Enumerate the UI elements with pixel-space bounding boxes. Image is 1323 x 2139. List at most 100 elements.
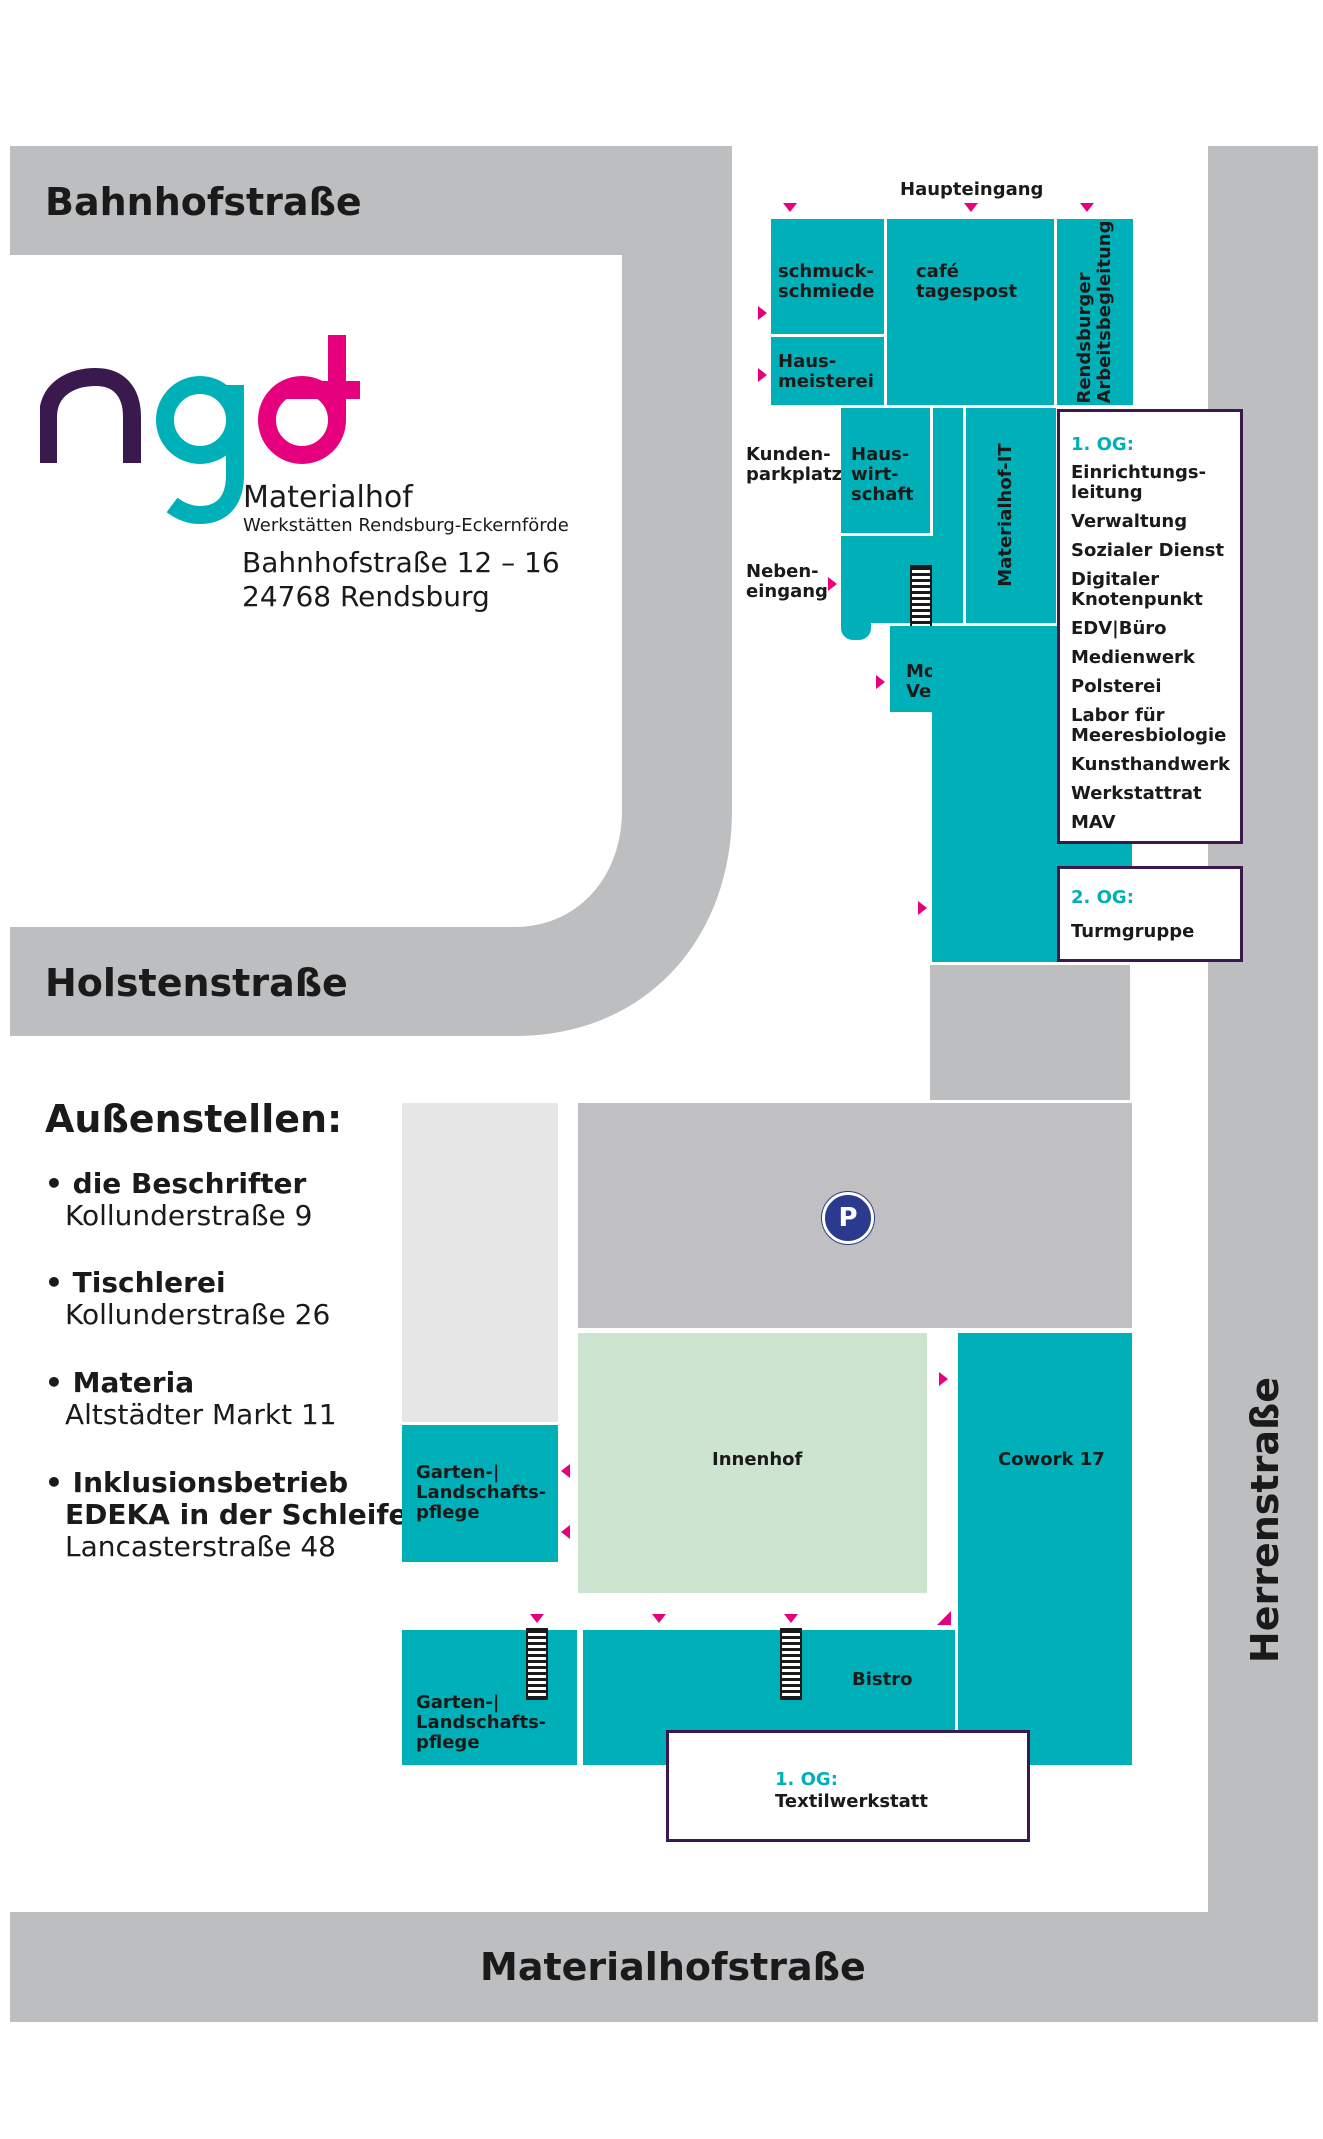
bullet-icon: • — [45, 1366, 63, 1399]
parking-icon: P — [822, 1192, 874, 1244]
label-haupteingang: Haupteingang — [900, 179, 1044, 200]
room-cafe-tagespost — [887, 219, 1054, 405]
label-rendsburger: Rendsburger Arbeitsbegleitung — [1074, 220, 1115, 404]
outpost-name: Materia — [72, 1366, 195, 1399]
entrance-arrow-icon — [828, 577, 837, 591]
vertical-connector-road — [622, 146, 732, 806]
area-light-gray — [402, 1103, 558, 1422]
og1-item: Polsterei — [1071, 676, 1162, 697]
entrance-arrow-icon — [561, 1464, 570, 1478]
ngd-logo — [40, 335, 360, 525]
label-garten-lower-1: Garten-| — [416, 1692, 500, 1713]
outpost-address: Kollunderstraße 26 — [65, 1298, 331, 1331]
street-name-herren: Herrenstraße — [1243, 1376, 1287, 1664]
label-materialhof-it: Materialhof-IT — [995, 443, 1016, 587]
street-name-bahnhof: Bahnhofstraße — [45, 180, 362, 224]
street-name-materialhof: Materialhofstraße — [480, 1945, 866, 1989]
address-line2: 24768 Rendsburg — [242, 580, 490, 613]
og1-item: Medienwerk — [1071, 647, 1195, 668]
bullet-icon: • — [45, 1167, 63, 1200]
og2-item: Turmgruppe — [1071, 921, 1195, 942]
entrance-arrow-icon — [652, 1614, 666, 1623]
room-materialhof-it — [966, 408, 1056, 623]
outpost-address: Lancasterstraße 48 — [65, 1530, 336, 1563]
outpost-item: • Inklusionsbetrieb EDEKA in der Schleif… — [45, 1467, 408, 1563]
driveway — [930, 965, 1130, 1100]
outpost-name: die Beschrifter — [72, 1167, 307, 1200]
room-cowork17 — [958, 1333, 1132, 1765]
og1-item: EDV|Büro — [1071, 618, 1167, 639]
room-hauswirtschaft — [841, 408, 930, 533]
logo-subtitle: Werkstätten Rendsburg-Eckernförde — [243, 515, 569, 536]
og1-item: Verwaltung — [1071, 511, 1188, 532]
outpost-name: Tischlerei — [72, 1266, 226, 1299]
outpost-address: Altstädter Markt 11 — [65, 1398, 337, 1431]
og2-panel: 2. OG: Turmgruppe — [1057, 866, 1243, 962]
entrance-arrow-icon — [939, 1372, 948, 1386]
outpost-item: • Tischlerei Kollunderstraße 26 — [45, 1267, 330, 1331]
entrance-arrow-icon — [561, 1525, 570, 1539]
label-garten-upper-3: pflege — [416, 1502, 480, 1523]
label-haus-1: Haus- — [778, 351, 837, 372]
og1-item: MAV — [1071, 812, 1116, 833]
label-bistro: Bistro — [852, 1669, 913, 1690]
textilwerkstatt-panel: 1. OG: Textilwerkstatt — [666, 1730, 1030, 1842]
bullet-icon: • — [45, 1266, 63, 1299]
label-neben-1: Neben- — [746, 561, 819, 582]
og1-item: Labor für Meeresbiologie — [1071, 705, 1227, 746]
entrance-arrow-icon — [758, 306, 767, 320]
textil-item: Textilwerkstatt — [775, 1791, 929, 1812]
og2-title: 2. OG: — [1071, 887, 1134, 908]
outpost-item: • die Beschrifter Kollunderstraße 9 — [45, 1168, 312, 1232]
entrance-arrow-icon — [1080, 203, 1094, 212]
address-line1: Bahnhofstraße 12 – 16 — [242, 546, 560, 579]
label-neben-2: eingang — [746, 581, 828, 602]
room-schmuckschmiede — [771, 219, 884, 334]
entrance-arrow-icon — [876, 675, 885, 689]
label-cafe-1: café — [916, 261, 959, 282]
room-hausmeisterei — [771, 337, 884, 405]
label-hausw-3: schaft — [851, 484, 914, 505]
og1-item: Werkstattrat — [1071, 783, 1202, 804]
label-hausw-1: Haus- — [851, 444, 910, 465]
label-garten-lower-3: pflege — [416, 1732, 480, 1753]
room-connector — [933, 408, 963, 623]
outposts-heading: Außenstellen: — [45, 1097, 343, 1141]
label-garten-upper-1: Garten-| — [416, 1462, 500, 1483]
og1-item: Einrichtungs- leitung — [1071, 462, 1207, 503]
label-innenhof: Innenhof — [712, 1449, 803, 1470]
og1-panel: 1. OG: Einrichtungs- leitung Verwaltung … — [1057, 409, 1243, 844]
outpost-name: Inklusionsbetrieb — [72, 1466, 349, 1499]
room-stairwell-nub — [841, 600, 871, 640]
label-cowork: Cowork 17 — [998, 1449, 1105, 1470]
road-curve — [515, 800, 732, 1036]
label-schmuck-1: schmuck- — [778, 261, 874, 282]
og1-item: Kunsthandwerk — [1071, 754, 1230, 775]
entrance-arrow-icon — [783, 203, 797, 212]
label-garten-upper-2: Landschafts- — [416, 1482, 547, 1503]
label-hausw-2: wirt- — [851, 464, 899, 485]
og1-item: Digitaler Knotenpunkt — [1071, 569, 1203, 610]
holstenstrasse-road — [10, 927, 520, 1036]
materialhofstrasse-road — [10, 1912, 1210, 2022]
outpost-item: • Materia Altstädter Markt 11 — [45, 1367, 337, 1431]
label-cafe-2: tagespost — [916, 281, 1018, 302]
stairs-icon — [526, 1628, 548, 1700]
bahnhofstrasse-road — [10, 146, 622, 255]
room-garten-upper — [402, 1425, 558, 1562]
stairs-icon — [910, 565, 932, 633]
entrance-arrow-icon — [784, 1614, 798, 1623]
entrance-arrow-icon — [937, 1611, 951, 1625]
label-garten-lower-2: Landschafts- — [416, 1712, 547, 1733]
stairs-icon — [780, 1628, 802, 1700]
room-rendsburger-arbeitsbegleitung — [1057, 219, 1133, 405]
logo-name: Materialhof — [243, 480, 413, 515]
label-kunden-2: parkplatz — [746, 464, 843, 485]
entrance-arrow-icon — [964, 203, 978, 212]
og1-title: 1. OG: — [1071, 434, 1134, 455]
bullet-icon: • — [45, 1466, 63, 1499]
entrance-arrow-icon — [758, 368, 767, 382]
label-haus-2: meisterei — [778, 371, 874, 392]
og1-item: Sozialer Dienst — [1071, 540, 1225, 561]
label-kunden-1: Kunden- — [746, 444, 831, 465]
